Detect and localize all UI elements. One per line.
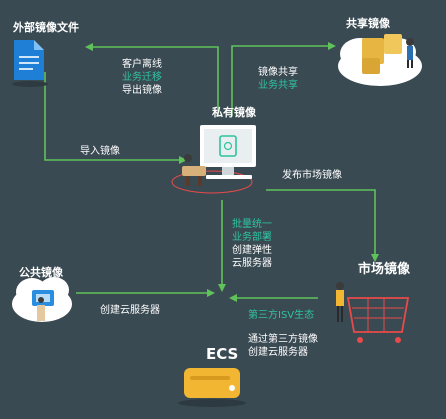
label-business-migration: 业务迁移 — [122, 72, 162, 83]
arrow-external-to-private — [44, 72, 187, 164]
cloud-server-icon — [12, 277, 72, 322]
label-export-image: 导出镜像 — [122, 85, 162, 96]
node-external-files: 外部镜像文件 — [13, 21, 79, 34]
arrows — [44, 42, 379, 302]
monitor-icon — [171, 125, 256, 194]
label-create-cloud-server: 创建云服务器 — [100, 305, 160, 316]
label-third-party-isv: 第三方ISV生态 — [248, 310, 315, 321]
document-icon — [12, 40, 48, 87]
node-shared-image: 共享镜像 — [346, 17, 390, 30]
arrow-private-to-external — [85, 43, 219, 116]
label-create-elastic: 创建弹性 — [232, 245, 272, 256]
label-customer-offline: 客户离线 — [122, 59, 162, 70]
label-import-image: 导入镜像 — [80, 146, 120, 157]
arrow-private-to-market — [266, 189, 379, 262]
label-via-third-party: 通过第三方镜像 — [248, 334, 318, 345]
arrow-private-to-shared — [231, 42, 336, 116]
node-ecs: ECS — [206, 345, 239, 363]
shopping-cart-icon — [336, 282, 410, 343]
label-business-sharing: 业务共享 — [258, 80, 298, 91]
label-cloud-server: 云服务器 — [232, 258, 272, 269]
label-batch-unified: 批量统一 — [232, 219, 272, 230]
label-image-sharing: 镜像共享 — [258, 67, 298, 78]
label-business-deploy: 业务部署 — [232, 232, 272, 243]
node-market-image: 市场镜像 — [358, 262, 411, 277]
node-private-image: 私有镜像 — [212, 106, 256, 119]
label-publish-market: 发布市场镜像 — [282, 170, 342, 181]
node-public-image: 公共镜像 — [19, 266, 63, 279]
label-create-cloud-server-2: 创建云服务器 — [248, 347, 308, 358]
ecs-server-icon — [178, 368, 246, 407]
shared-cloud-illustration — [338, 34, 422, 86]
